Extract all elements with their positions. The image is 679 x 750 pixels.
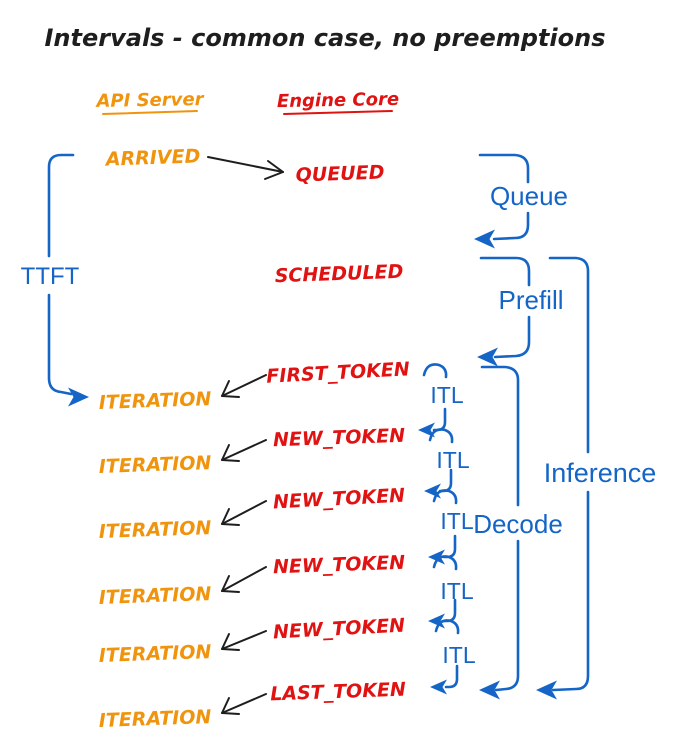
event-iteration-2: ITERATION (98, 452, 211, 478)
itl-bracket-2: ITL (424, 428, 470, 499)
event-new-token-2: NEW_TOKEN (273, 485, 406, 514)
left-arrow-icon (536, 680, 557, 700)
itl-bracket-4: ITL (428, 555, 474, 629)
arrow-first-token-to-iteration-1 (221, 374, 267, 398)
event-iteration-5: ITERATION (98, 641, 211, 667)
interval-label-queue: Queue (490, 181, 568, 211)
itl-label-1: ITL (430, 382, 463, 408)
queue-bracket: Queue (474, 153, 568, 249)
interval-label-ttft: TTFT (21, 263, 80, 290)
event-new-token-1: NEW_TOKEN (273, 425, 406, 452)
interval-label-prefill: Prefill (498, 285, 563, 315)
decode-bracket: Decode (473, 365, 563, 700)
open-arrowhead-icon (221, 575, 240, 593)
arrow-last-token-to-iteration-6 (221, 693, 267, 715)
itl-bracket-3: ITL (428, 489, 474, 565)
engine-core-underline (283, 110, 393, 115)
event-iteration-1: ITERATION (98, 388, 211, 414)
right-arrow-icon (68, 387, 89, 407)
inference-bracket: Inference (536, 256, 657, 700)
event-arrived: ARRIVED (103, 145, 200, 170)
event-iteration-4: ITERATION (98, 583, 211, 609)
event-iteration-6: ITERATION (98, 706, 211, 732)
arrow-new-token-4-to-iteration-5 (221, 630, 267, 651)
itl-label-4: ITL (440, 578, 473, 604)
event-queued: QUEUED (295, 161, 384, 186)
itl-bracket-1: ITL (418, 363, 464, 438)
left-arrow-icon (418, 422, 435, 438)
interval-label-decode: Decode (473, 509, 563, 539)
event-scheduled: SCHEDULED (274, 261, 403, 287)
prefill-bracket: Prefill (477, 256, 564, 367)
column-header-engine-core: Engine Core (277, 89, 399, 115)
engine-core-header-label: Engine Core (277, 89, 399, 112)
event-new-token-4: NEW_TOKEN (273, 615, 406, 644)
left-arrow-icon (430, 679, 447, 695)
left-arrow-icon (474, 229, 495, 249)
column-header-api-server: API Server (94, 89, 205, 115)
itl-bracket-5: ITL (430, 619, 476, 695)
open-arrowhead-icon (221, 633, 240, 651)
api-server-header-label: API Server (94, 89, 204, 112)
arrow-new-token-2-to-iteration-3 (221, 500, 267, 526)
open-arrowhead-icon (221, 380, 240, 398)
open-arrowhead-icon (221, 444, 240, 462)
left-arrow-icon (428, 613, 445, 629)
open-arrowhead-icon (221, 697, 240, 715)
event-last-token: LAST_TOKEN (270, 679, 406, 706)
left-arrow-icon (479, 680, 500, 700)
arrow-new-token-3-to-iteration-4 (221, 566, 267, 593)
arrow-arrived-to-queued (207, 156, 284, 180)
left-arrow-icon (428, 549, 445, 565)
event-first-token: FIRST_TOKEN (266, 358, 411, 387)
ttft-bracket: TTFT (21, 153, 89, 407)
event-new-token-3: NEW_TOKEN (273, 552, 406, 579)
interval-label-inference: Inference (544, 458, 657, 488)
itl-label-5: ITL (442, 642, 475, 668)
open-arrowhead-icon (221, 508, 240, 526)
page-title: Intervals - common case, no preemptions (45, 24, 606, 52)
open-arrowhead-icon (264, 160, 284, 180)
itl-label-2: ITL (436, 447, 469, 473)
api-server-underline (102, 110, 198, 115)
arrow-new-token-1-to-iteration-2 (221, 439, 267, 462)
itl-label-3: ITL (440, 508, 473, 534)
event-iteration-3: ITERATION (98, 517, 211, 543)
left-arrow-icon (477, 347, 498, 367)
